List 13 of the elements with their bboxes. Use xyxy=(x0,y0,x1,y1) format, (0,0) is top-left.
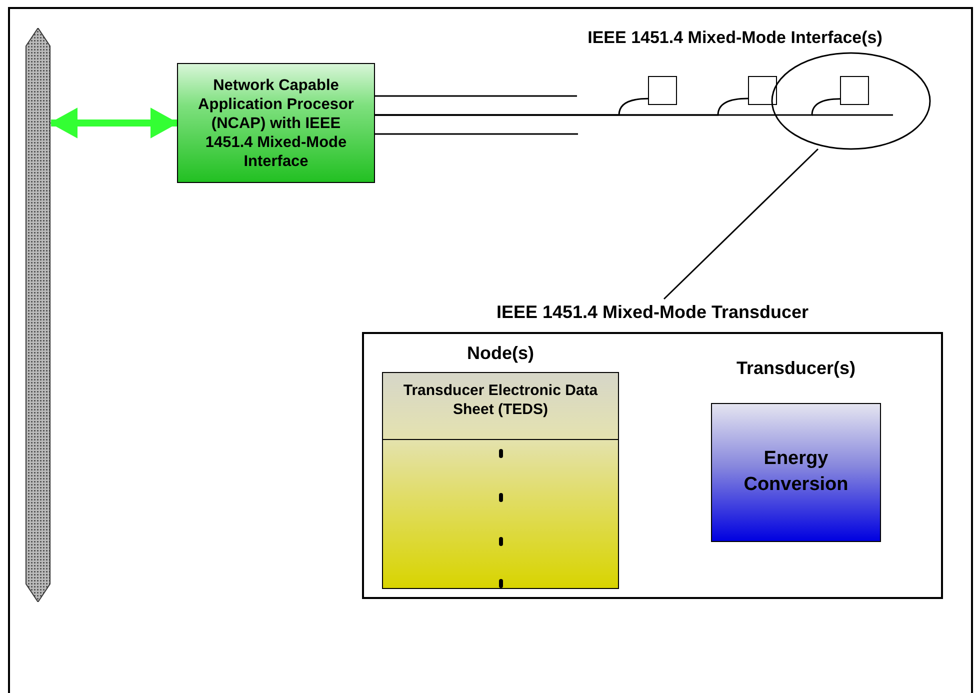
connector-line xyxy=(375,133,578,135)
heading: Transducer(s) xyxy=(734,358,858,378)
connector-line xyxy=(663,148,819,300)
connector-line xyxy=(375,98,840,116)
double-arrow xyxy=(50,108,178,138)
heading: IEEE 1451.4 Mixed-Mode Interface(s) xyxy=(586,27,884,48)
highlight-ellipse xyxy=(771,52,931,150)
node-label: Energy Conversion xyxy=(742,447,850,497)
connector-line xyxy=(375,95,577,97)
node-label: Network Capable Application Procesor (NCAP) with IEEE 1451.4 Mixed-Mode Interface xyxy=(197,76,355,172)
heading: Node(s) xyxy=(465,343,536,363)
node-label: Transducer Electronic Data Sheet (TEDS) xyxy=(402,381,599,419)
bus-bar xyxy=(25,28,51,602)
